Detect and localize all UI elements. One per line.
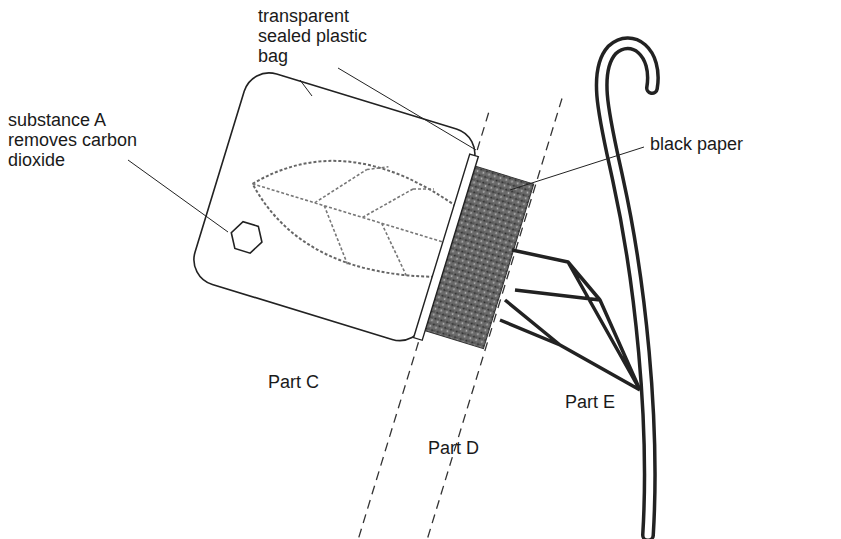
leaf-veins <box>238 130 467 292</box>
stem-outline <box>602 43 653 535</box>
paper-label: black paper <box>650 134 800 154</box>
stem-inner <box>602 43 653 535</box>
bag-seal <box>414 154 479 340</box>
leaf-setup <box>111 9 562 539</box>
leader-line <box>510 147 644 190</box>
leader-line <box>338 68 476 150</box>
leaf-blade <box>238 134 465 291</box>
substance-hexagon <box>227 219 266 255</box>
part-label: Part D <box>428 438 518 458</box>
part-label: Part E <box>565 392 655 412</box>
part-label: Part C <box>268 372 358 392</box>
leaf-stalk-veins <box>500 250 640 390</box>
bag-label: transparent sealed plastic bag <box>258 6 380 66</box>
leader-line <box>300 80 312 96</box>
leader-line <box>128 160 228 232</box>
substance-label: substance A removes carbon dioxide <box>8 110 140 170</box>
dashed-boundary <box>416 99 562 539</box>
